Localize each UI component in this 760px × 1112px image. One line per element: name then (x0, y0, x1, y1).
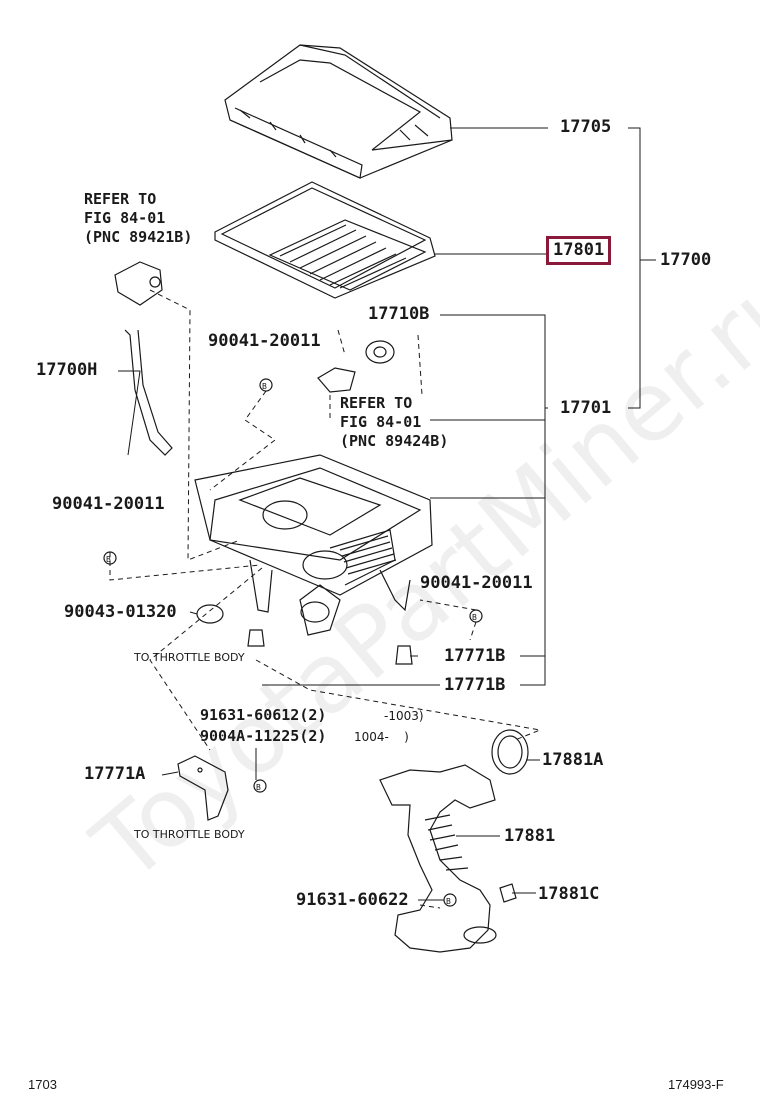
air-filter-element (214, 181, 436, 299)
air-cleaner-cap (224, 44, 453, 179)
part-label-17771b-b[interactable]: 17771B (444, 675, 506, 695)
part-label-90041-b[interactable]: 90041-20011 (52, 494, 165, 514)
part-label-17700[interactable]: 17700 (660, 250, 712, 270)
part-label-90043[interactable]: 90043-01320 (64, 602, 177, 622)
part-label-17710b[interactable]: 17710B (368, 304, 430, 324)
mount-cushions (247, 629, 413, 665)
svg-text:B: B (472, 613, 477, 622)
part-label-17881a[interactable]: 17881A (542, 750, 604, 770)
hose-clamp-17881a (491, 729, 529, 775)
svg-text:B: B (106, 555, 111, 564)
footer-figure-code: 174993-F (668, 1077, 724, 1092)
part-label-91631-60612[interactable]: 91631-60612(2) (200, 706, 327, 724)
reference-note-89421b: REFER TO FIG 84-01 (PNC 89421B) (84, 190, 193, 246)
part-label-91631-60622[interactable]: 91631-60622 (296, 890, 409, 910)
part-label-17700h[interactable]: 17700H (36, 360, 98, 380)
svg-text:B: B (446, 897, 451, 906)
part-label-17801-highlighted[interactable]: 17801 (546, 236, 612, 265)
mass-air-flow-sensor (114, 261, 163, 306)
part-label-17701[interactable]: 17701 (560, 398, 612, 418)
intake-hose-17881 (379, 764, 497, 953)
breather-hose-17700h (124, 329, 173, 456)
footer-page-code: 1703 (28, 1077, 57, 1092)
part-label-17771b-a[interactable]: 17771B (444, 646, 506, 666)
throttle-body-note-1: TO THROTTLE BODY (134, 651, 245, 664)
clip-17881c (499, 883, 517, 903)
reference-note-89424b: REFER TO FIG 84-01 (PNC 89424B) (340, 394, 449, 450)
part-label-17771a[interactable]: 17771A (84, 764, 146, 784)
grommet-and-clip (317, 340, 395, 393)
part-label-90041-a[interactable]: 90041-20011 (208, 331, 321, 351)
date-range-2: 1004- ) (354, 730, 409, 744)
leader-lines (118, 127, 656, 901)
part-label-17705[interactable]: 17705 (560, 117, 612, 137)
part-label-90041-c[interactable]: 90041-20011 (420, 573, 533, 593)
bracket-17771a (177, 755, 229, 821)
part-label-9004a-11225[interactable]: 9004A-11225(2) (200, 727, 327, 745)
svg-text:B: B (262, 382, 267, 391)
air-cleaner-case (194, 454, 433, 636)
svg-text:B: B (256, 783, 261, 792)
part-label-17881[interactable]: 17881 (504, 826, 556, 846)
throttle-body-note-2: TO THROTTLE BODY (134, 828, 245, 841)
date-range-1: -1003) (384, 709, 424, 723)
gasket-ring (196, 604, 224, 624)
dashed-reference-lines (109, 289, 542, 909)
part-label-17881c[interactable]: 17881C (538, 884, 600, 904)
